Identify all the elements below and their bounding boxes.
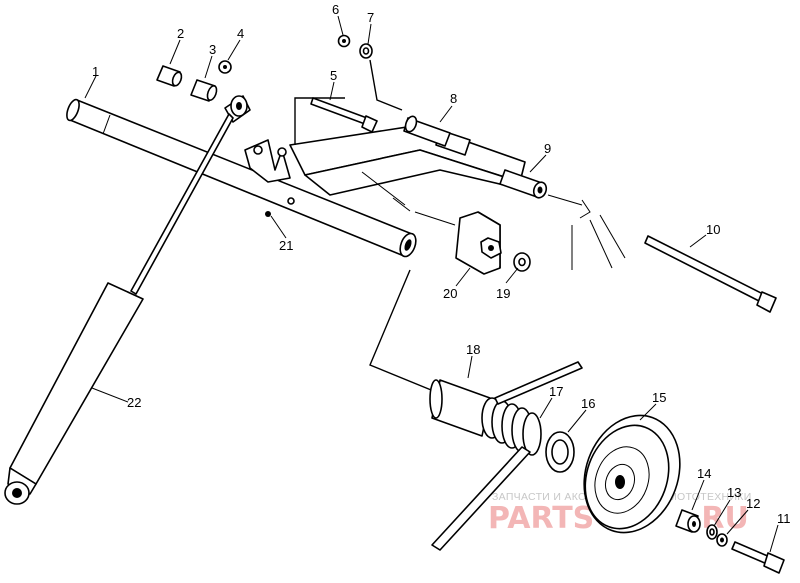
part-4-nut [218,60,232,74]
callout-18: 18 [466,342,480,357]
callout-8: 8 [450,91,457,106]
watermark-logo: PARTS [488,501,594,536]
callout-6: 6 [332,2,339,17]
part-1-main-shaft [66,98,417,258]
part-15-idler-wheel [583,414,681,534]
callout-16: 16 [581,396,595,411]
part-13-washer [706,524,718,540]
callouts: 1 2 3 4 5 6 7 8 9 10 11 12 13 14 15 16 1… [92,2,791,526]
callout-7: 7 [367,10,374,25]
callout-9: 9 [544,141,551,156]
part-2-bushing [156,65,183,87]
part-12-lock-washer [716,533,728,547]
callout-10: 10 [706,222,720,237]
callout-20: 20 [443,286,457,301]
callout-3: 3 [209,42,216,57]
callout-17: 17 [549,384,563,399]
assembly-guides [369,194,626,393]
callout-11: 11 [777,511,791,526]
callout-22: 22 [127,395,141,410]
part-8-swing-arm [289,115,526,212]
part-14-bushing [675,509,701,533]
callout-13: 13 [727,485,741,500]
callout-1: 1 [92,64,99,79]
part-9-bushing [499,169,548,199]
callout-15: 15 [652,390,666,405]
callout-19: 19 [496,286,510,301]
part-20-block [455,211,502,275]
part-3-bushing [190,79,218,102]
callout-5: 5 [330,68,337,83]
callout-12: 12 [746,496,760,511]
callout-14: 14 [697,466,711,481]
part-19-washer [513,252,531,272]
part-18-spring-housing [429,379,491,437]
part-11-bolt [731,541,785,574]
part-22-shock-absorber [4,95,251,505]
part-7-washer [359,43,373,59]
part-5-bolt [310,97,378,133]
leader-lines [84,15,779,553]
leader-washer-7 [369,59,403,111]
part-6-nut [337,34,351,48]
mount-bracket [244,97,345,183]
part-17-torsion-spring [431,361,583,551]
callout-2: 2 [177,26,184,41]
callout-4: 4 [237,26,244,41]
watermark-logo-suffix: .RU [690,501,749,536]
callout-21: 21 [279,238,293,253]
part-16-washer [545,431,575,473]
part-21-screw [265,197,295,217]
part-10-long-bolt [644,235,777,313]
